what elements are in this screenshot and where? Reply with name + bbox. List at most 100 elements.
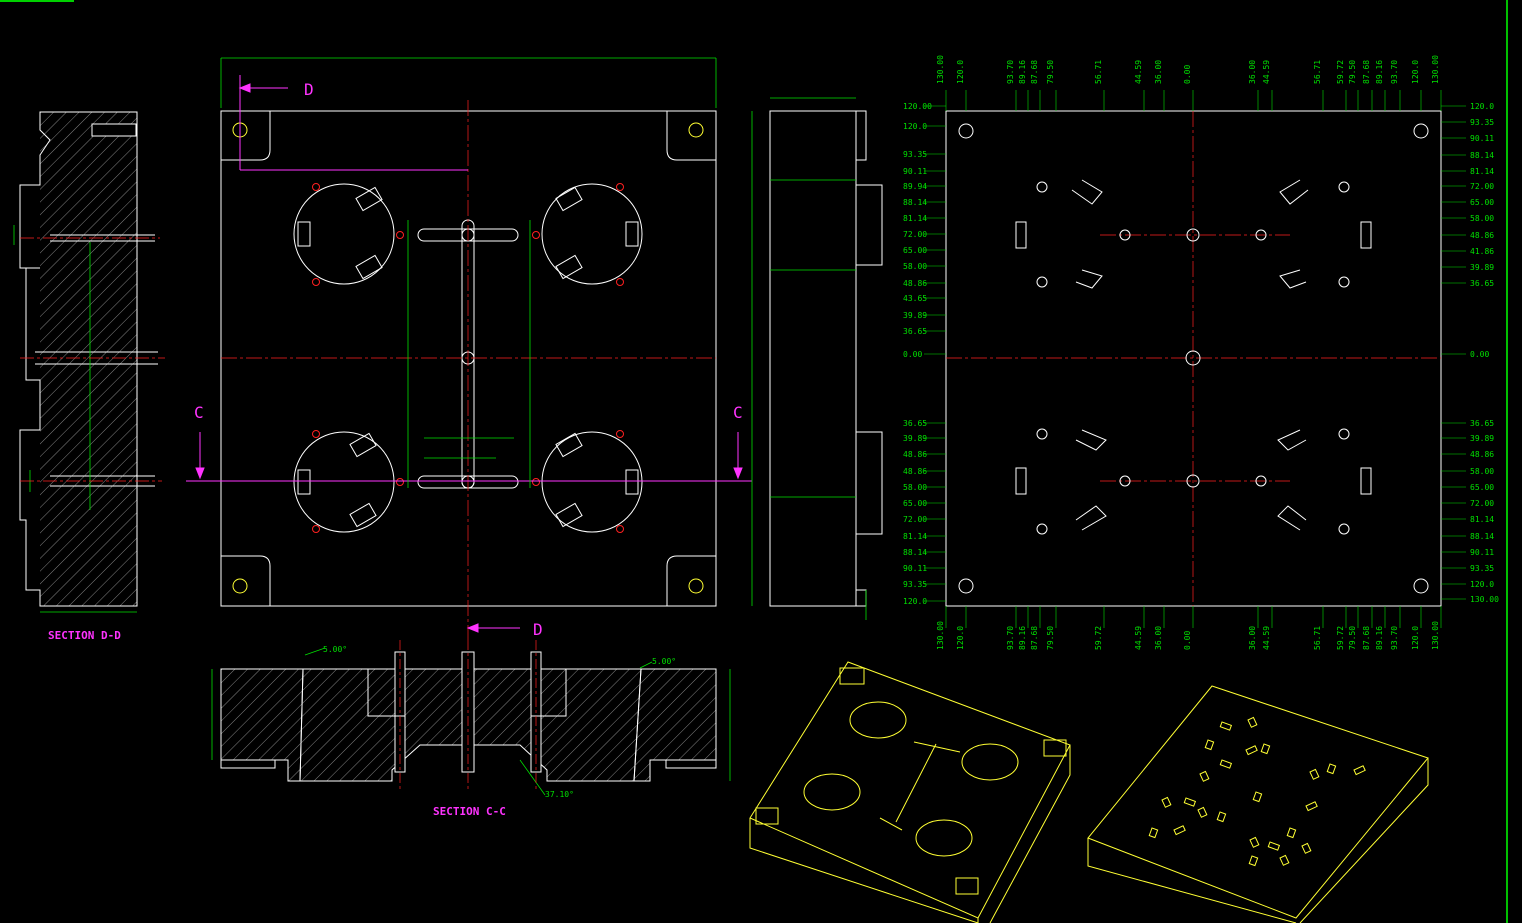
ordinate-left-label: 72.00 bbox=[903, 230, 927, 239]
section-c-marker-left: C bbox=[194, 403, 204, 422]
ordinate-right-label: 48.86 bbox=[1470, 450, 1494, 459]
ordinate-left-label: 36.65 bbox=[903, 419, 927, 428]
ordinate-holes bbox=[958, 123, 1429, 594]
ordinate-bottom-label: 120.0 bbox=[956, 626, 965, 650]
side-view bbox=[769, 97, 883, 620]
ordinate-bottom-label: 0.00 bbox=[1183, 631, 1192, 650]
section-dd-pin-top bbox=[91, 123, 137, 137]
section-dd-view bbox=[13, 111, 165, 613]
side-outline bbox=[769, 110, 857, 607]
ordinate-left-label: 39.89 bbox=[903, 311, 927, 320]
ordinate-bottom-label: 79.50 bbox=[1046, 626, 1055, 650]
ordinate-left-label: 48.86 bbox=[903, 450, 927, 459]
core-feature-mark bbox=[1148, 827, 1159, 839]
ordinate-top-label: 79.50 bbox=[1046, 60, 1055, 84]
core-feature-mark bbox=[1247, 716, 1258, 728]
ordinate-bottom-label: 59.72 bbox=[1336, 626, 1345, 650]
core-feature-mark bbox=[1248, 855, 1259, 867]
section-dd-title: SECTION D-D bbox=[48, 629, 121, 642]
core-feature-mark bbox=[1301, 842, 1312, 854]
ordinate-top-label: 56.71 bbox=[1094, 60, 1103, 84]
ordinate-right-label: 120.0 bbox=[1470, 580, 1494, 589]
ordinate-top-label: 44.59 bbox=[1262, 60, 1271, 84]
core-feature-mark bbox=[1326, 763, 1337, 775]
core-feature-mark bbox=[1286, 827, 1297, 839]
ordinate-left-label: 120.0 bbox=[903, 597, 927, 606]
ordinate-top-label: 120.0 bbox=[1411, 60, 1420, 84]
ordinate-right-label: 93.35 bbox=[1470, 564, 1494, 573]
ordinate-right-label: 81.14 bbox=[1470, 515, 1494, 524]
iso-view-core bbox=[1087, 685, 1429, 923]
section-cc-title: SECTION C-C bbox=[433, 805, 506, 818]
ordinate-top-label: 120.0 bbox=[956, 60, 965, 84]
ordinate-bottom-label: 93.70 bbox=[1006, 626, 1015, 650]
ordinate-leaders bbox=[924, 90, 1466, 628]
ordinate-bottom-label: 87.68 bbox=[1030, 626, 1039, 650]
ordinate-right-label: 58.00 bbox=[1470, 214, 1494, 223]
section-d-marker-bottom: D bbox=[533, 620, 543, 639]
core-feature-mark bbox=[1279, 854, 1290, 866]
plan-view bbox=[186, 57, 753, 640]
ordinate-left-label: 58.00 bbox=[903, 262, 927, 271]
ordinate-bottom-label: 44.59 bbox=[1262, 626, 1271, 650]
core-feature-mark bbox=[1199, 770, 1210, 782]
header-indicator-bar bbox=[0, 0, 74, 2]
ordinate-top-label: 79.50 bbox=[1348, 60, 1357, 84]
core-feature-mark bbox=[1219, 721, 1233, 731]
core-feature-mark bbox=[1267, 841, 1281, 851]
section-cc-hatch-right bbox=[633, 668, 717, 782]
ordinate-top-label: 44.59 bbox=[1134, 60, 1143, 84]
viewport-border bbox=[1506, 0, 1508, 923]
ordinate-bottom-label: 87.68 bbox=[1362, 626, 1371, 650]
plan-section-lines bbox=[186, 75, 752, 629]
core-feature-mark bbox=[1183, 797, 1197, 807]
ordinate-top-label: 87.68 bbox=[1362, 60, 1371, 84]
ordinate-left-label: 88.14 bbox=[903, 548, 927, 557]
plan-corner-pockets bbox=[221, 110, 716, 607]
section-d-marker-top: D bbox=[304, 80, 314, 99]
ordinate-bottom-label: 130.00 bbox=[1431, 621, 1440, 650]
ordinate-left-labels: 120.00120.093.3590.1189.9488.1481.1472.0… bbox=[903, 102, 932, 606]
ordinate-bottom-label: 56.71 bbox=[1313, 626, 1322, 650]
ordinate-top-label: 56.71 bbox=[1313, 60, 1322, 84]
ordinate-right-labels: 120.093.3590.1188.1481.1472.0065.0058.00… bbox=[1470, 102, 1499, 604]
core-feature-mark bbox=[1204, 739, 1215, 751]
plan-cavities bbox=[293, 183, 643, 533]
ordinate-right-label: 72.00 bbox=[1470, 182, 1494, 191]
ordinate-right-label: 41.86 bbox=[1470, 247, 1494, 256]
plan-cavity-slots bbox=[297, 186, 639, 528]
ordinate-right-label: 65.00 bbox=[1470, 198, 1494, 207]
ordinate-top-label: 0.00 bbox=[1183, 65, 1192, 84]
ordinate-left-label: 120.0 bbox=[903, 122, 927, 131]
ordinate-right-label: 90.11 bbox=[1470, 134, 1494, 143]
ordinate-left-label: 90.11 bbox=[903, 564, 927, 573]
core-feature-mark bbox=[1309, 768, 1320, 780]
ordinate-right-label: 130.00 bbox=[1470, 595, 1499, 604]
ordinate-slots bbox=[1015, 179, 1372, 531]
ordinate-centerlines bbox=[946, 111, 1441, 606]
core-feature-mark bbox=[1252, 791, 1263, 803]
ordinate-right-label: 93.35 bbox=[1470, 118, 1494, 127]
ordinate-left-label: 65.00 bbox=[903, 499, 927, 508]
ordinate-right-label: 81.14 bbox=[1470, 167, 1494, 176]
ordinate-top-label: 130.00 bbox=[1431, 55, 1440, 84]
iso-view-cavity bbox=[749, 661, 1071, 923]
ordinate-bottom-label: 59.72 bbox=[1094, 626, 1103, 650]
plan-centerlines bbox=[221, 100, 716, 640]
ordinate-left-label: 48.86 bbox=[903, 467, 927, 476]
plan-outline bbox=[220, 110, 717, 607]
section-cc-angle-bottom: 37.10° bbox=[545, 790, 574, 799]
ordinate-left-label: 120.00 bbox=[903, 102, 932, 111]
ordinate-bottom-label: 120.0 bbox=[1411, 626, 1420, 650]
ordinate-top-label: 130.00 bbox=[936, 55, 945, 84]
core-feature-mark bbox=[1216, 811, 1227, 823]
ordinate-right-label: 36.65 bbox=[1470, 279, 1494, 288]
ordinate-left-label: 58.00 bbox=[903, 483, 927, 492]
ordinate-right-label: 0.00 bbox=[1470, 350, 1489, 359]
ordinate-left-label: 65.00 bbox=[903, 246, 927, 255]
section-cc-angle-right: 5.00° bbox=[652, 657, 676, 666]
ordinate-left-label: 89.94 bbox=[903, 182, 927, 191]
ordinate-right-label: 36.65 bbox=[1470, 419, 1494, 428]
